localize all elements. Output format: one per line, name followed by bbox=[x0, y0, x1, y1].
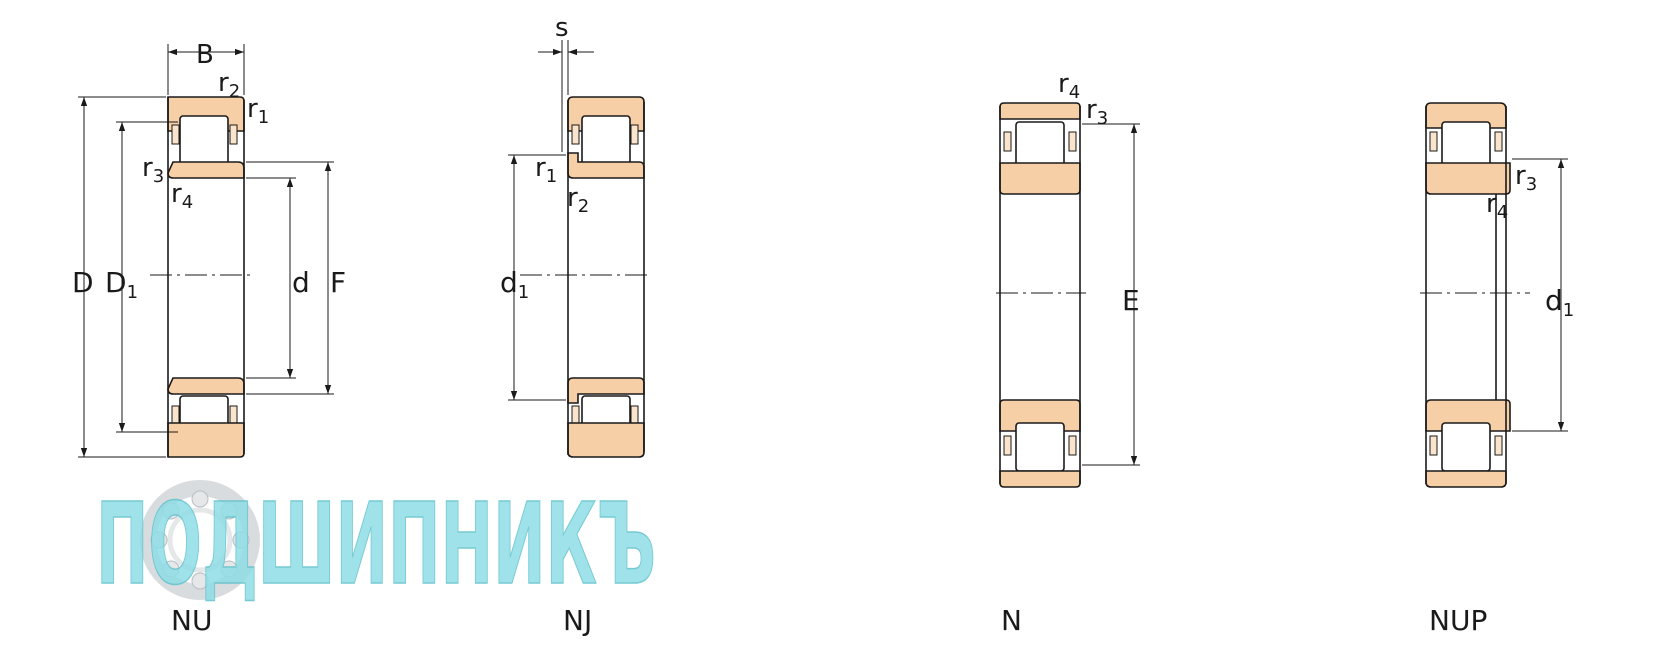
caption-n: N bbox=[1001, 604, 1022, 637]
label-r1: r1 bbox=[535, 153, 557, 187]
watermark-text: ПОДШИПНИКЪ bbox=[96, 480, 656, 610]
diagram-nu: B r2 r1 r3 r4 D D1 d F NU bbox=[72, 40, 346, 637]
label-r3: r3 bbox=[1086, 95, 1108, 129]
label-d1: d1 bbox=[1545, 284, 1574, 321]
label-r3: r3 bbox=[142, 153, 164, 187]
label-e: E bbox=[1122, 284, 1140, 317]
caption-nup: NUP bbox=[1429, 604, 1487, 637]
label-r4: r4 bbox=[171, 179, 193, 213]
label-r3: r3 bbox=[1515, 161, 1537, 195]
caption-nu: NU bbox=[171, 604, 212, 637]
label-d1: D1 bbox=[105, 266, 138, 303]
diagram-nup: r3 r4 d1 NUP bbox=[1420, 102, 1574, 637]
caption-nj: NJ bbox=[563, 604, 592, 637]
label-f: F bbox=[330, 266, 346, 299]
label-r2: r2 bbox=[218, 68, 240, 102]
watermark-logo: ПОДШИПНИКЪ bbox=[95, 479, 657, 611]
diagram-nj: s r1 r2 d1 NJ bbox=[500, 13, 650, 637]
label-d-outer: D bbox=[72, 266, 94, 299]
label-r4: r4 bbox=[1058, 69, 1080, 103]
label-r2: r2 bbox=[567, 183, 589, 217]
label-b: B bbox=[196, 40, 214, 70]
label-d-bore: d bbox=[292, 266, 310, 299]
label-d1: d1 bbox=[500, 266, 529, 303]
bearing-logo-icon bbox=[140, 480, 260, 600]
diagram-n: r4 r3 E N bbox=[996, 69, 1140, 637]
label-s: s bbox=[555, 13, 569, 43]
label-r1: r1 bbox=[247, 94, 269, 128]
label-r4: r4 bbox=[1486, 189, 1508, 223]
